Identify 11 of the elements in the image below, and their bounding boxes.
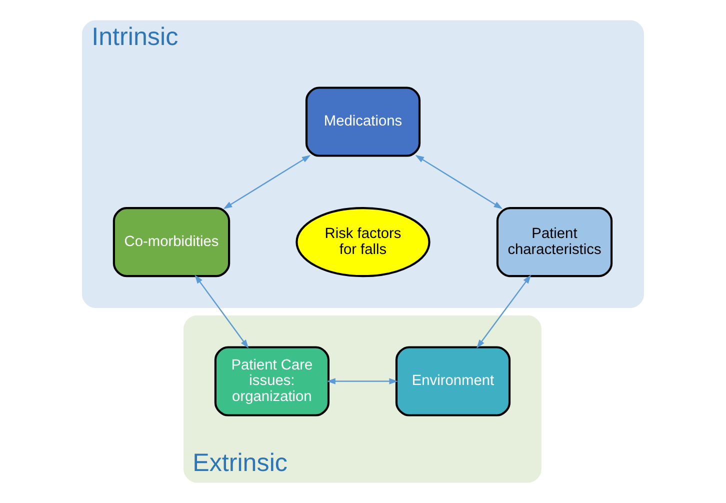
node-box: Environment bbox=[395, 346, 511, 416]
arrow bbox=[415, 155, 503, 210]
node-box: Patient Care issues: organization bbox=[214, 346, 330, 416]
node-box: Patient characteristics bbox=[496, 207, 613, 278]
node-box: Medications bbox=[305, 86, 421, 157]
arrow bbox=[326, 378, 398, 384]
node-ellipse: Risk factors for falls bbox=[296, 207, 430, 278]
arrow bbox=[194, 274, 249, 348]
arrow bbox=[223, 155, 311, 210]
node-box: Co-morbidities bbox=[112, 207, 230, 278]
arrow bbox=[476, 274, 532, 348]
